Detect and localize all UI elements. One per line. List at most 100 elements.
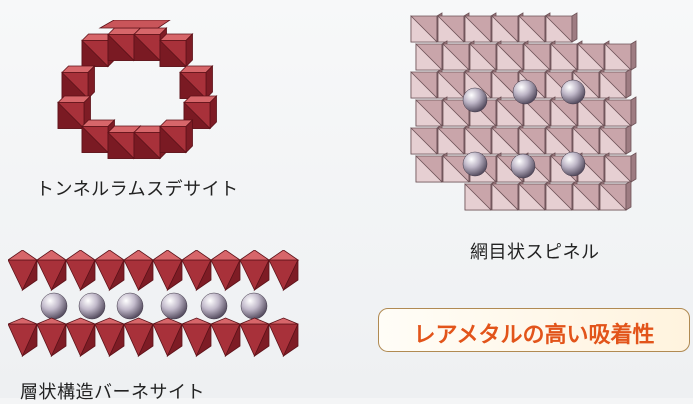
layer-octahedron-side — [108, 323, 125, 358]
spinel-octahedron-facet — [437, 15, 465, 43]
octahedron-facet — [81, 125, 109, 153]
layer-octahedron-cap — [268, 317, 299, 325]
layer-octahedron-side — [21, 323, 38, 358]
layer-octahedron-cap — [210, 317, 241, 325]
layer-octahedron-cap — [181, 317, 212, 325]
callout-text: レアメタルの高い吸着性 — [413, 323, 655, 348]
cation-sphere — [462, 151, 488, 177]
spinel-octahedron-facet — [491, 71, 519, 99]
octahedron-facet — [159, 125, 187, 153]
spinel-octahedron-facet — [469, 43, 497, 71]
cation-sphere — [200, 292, 228, 320]
spinel-octahedron-facet — [572, 127, 600, 155]
spinel-octahedron-facet — [599, 183, 627, 211]
octahedron-facet — [57, 101, 85, 129]
highlight-callout: レアメタルの高い吸着性 — [378, 308, 690, 352]
spinel-octahedron-facet — [599, 71, 627, 99]
cation-sphere — [78, 292, 106, 320]
spinel-octahedron-facet — [518, 183, 546, 211]
spinel-octahedron-facet — [410, 127, 438, 155]
cation-sphere — [160, 292, 188, 320]
layer-octahedron-side — [224, 323, 241, 358]
spinel-octahedron-facet — [572, 183, 600, 211]
cation-sphere — [560, 151, 586, 177]
spinel-structure-illustration — [410, 12, 637, 211]
spinel-octahedron-facet — [410, 15, 438, 43]
octahedron-facet — [81, 39, 109, 67]
layer-octahedron-cap — [65, 317, 96, 325]
spinel-octahedron-facet — [545, 183, 573, 211]
layer-octahedron-side — [79, 323, 96, 358]
spinel-octahedron-facet — [437, 71, 465, 99]
spinel-octahedron-facet — [464, 15, 492, 43]
spinel-octahedron-facet — [523, 43, 551, 71]
spinel-octahedron-side — [625, 68, 632, 99]
spinel-octahedron-facet — [491, 127, 519, 155]
layer-octahedron-side — [282, 323, 299, 358]
spinel-octahedron-side — [625, 180, 632, 211]
cation-sphere — [462, 87, 488, 113]
layer-octahedron-cap — [122, 250, 155, 261]
spinel-octahedron-facet — [604, 99, 632, 127]
octahedron-facet — [133, 131, 161, 159]
spinel-octahedron-facet — [464, 183, 492, 211]
layer-octahedron-cap — [36, 317, 67, 325]
cation-sphere — [560, 79, 586, 105]
layer-octahedron-cap — [267, 250, 300, 261]
spinel-octahedron-facet — [491, 183, 519, 211]
spinel-octahedron-side — [630, 152, 637, 183]
spinel-octahedron-facet — [550, 99, 578, 127]
layer-octahedron-side — [253, 323, 270, 358]
spinel-octahedron-facet — [577, 43, 605, 71]
spinel-octahedron-side — [571, 12, 578, 43]
tunnel-structure-illustration — [57, 20, 218, 160]
layer-octahedron-side — [21, 259, 38, 292]
layer-octahedron-side — [253, 259, 270, 292]
octahedron-facet — [159, 39, 187, 67]
spinel-octahedron-facet — [442, 43, 470, 71]
layer-octahedron-cap — [152, 317, 183, 325]
layer-octahedron-cap — [35, 250, 68, 261]
spinel-octahedron-facet — [599, 127, 627, 155]
layer-octahedron-cap — [180, 250, 213, 261]
octahedron-facet — [107, 33, 135, 61]
layer-octahedron-cap — [239, 317, 270, 325]
layer-octahedron-cap — [123, 317, 154, 325]
layer-octahedron-side — [137, 323, 154, 358]
layer-octahedron-cap — [8, 317, 38, 325]
spinel-octahedron-facet — [442, 99, 470, 127]
cation-sphere — [240, 292, 268, 320]
octahedron-facet — [107, 131, 135, 159]
spinel-octahedron-facet — [518, 127, 546, 155]
layer-octahedron-cap — [93, 250, 126, 261]
layer-octahedron-side — [166, 259, 183, 292]
spinel-octahedron-side — [630, 40, 637, 71]
spinel-octahedron-facet — [523, 99, 551, 127]
spinel-octahedron-facet — [604, 155, 632, 183]
layer-octahedron-side — [79, 259, 96, 292]
layer-octahedron-side — [224, 259, 241, 292]
layer-octahedron-side — [166, 323, 183, 358]
spinel-octahedron-facet — [545, 127, 573, 155]
spinel-octahedron-facet — [415, 99, 443, 127]
layer-octahedron-cap — [8, 250, 39, 261]
spinel-octahedron-facet — [410, 71, 438, 99]
spinel-octahedron-facet — [496, 99, 524, 127]
spinel-caption: 網目状スピネル — [470, 242, 600, 263]
layered-caption: 層状構造バーネサイト — [20, 382, 205, 403]
layer-octahedron-cap — [238, 250, 271, 261]
tunnel-top-edge — [98, 20, 171, 29]
layer-octahedron-side — [50, 323, 67, 358]
layer-octahedron-cap — [64, 250, 97, 261]
spinel-octahedron-side — [625, 124, 632, 155]
spinel-octahedron-facet — [518, 15, 546, 43]
spinel-octahedron-facet — [550, 43, 578, 71]
layer-octahedron-cap — [94, 317, 125, 325]
tunnel-caption: トンネルラムスデサイト — [36, 179, 239, 200]
layer-octahedron-side — [137, 259, 154, 292]
spinel-octahedron-facet — [496, 43, 524, 71]
cation-sphere — [116, 292, 144, 320]
cation-sphere — [40, 292, 68, 320]
spinel-octahedron-facet — [604, 43, 632, 71]
cation-sphere — [510, 153, 536, 179]
